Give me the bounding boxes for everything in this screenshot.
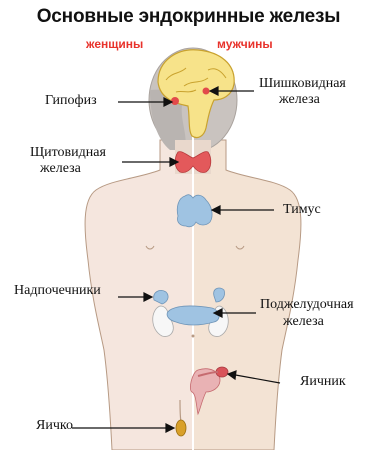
label-ovary: Яичник (300, 374, 346, 389)
label-thyroid-line1: Щитовидная (30, 145, 106, 160)
pineal-gland (203, 88, 210, 95)
label-pituitary: Гипофиз (45, 93, 97, 108)
label-thymus: Тимус (283, 202, 321, 217)
label-pineal-line2: железа (279, 92, 320, 107)
pituitary-gland (171, 97, 179, 105)
testis-gland (176, 420, 186, 436)
label-adrenals: Надпочечники (14, 283, 101, 298)
label-pineal-line1: Шишковидная (259, 76, 346, 91)
label-pancreas-line1: Поджелудочная (260, 297, 354, 312)
label-pancreas-line2: железа (283, 314, 324, 329)
label-testis: Яичко (36, 418, 73, 433)
label-thyroid-line2: железа (40, 161, 81, 176)
navel (192, 335, 195, 338)
